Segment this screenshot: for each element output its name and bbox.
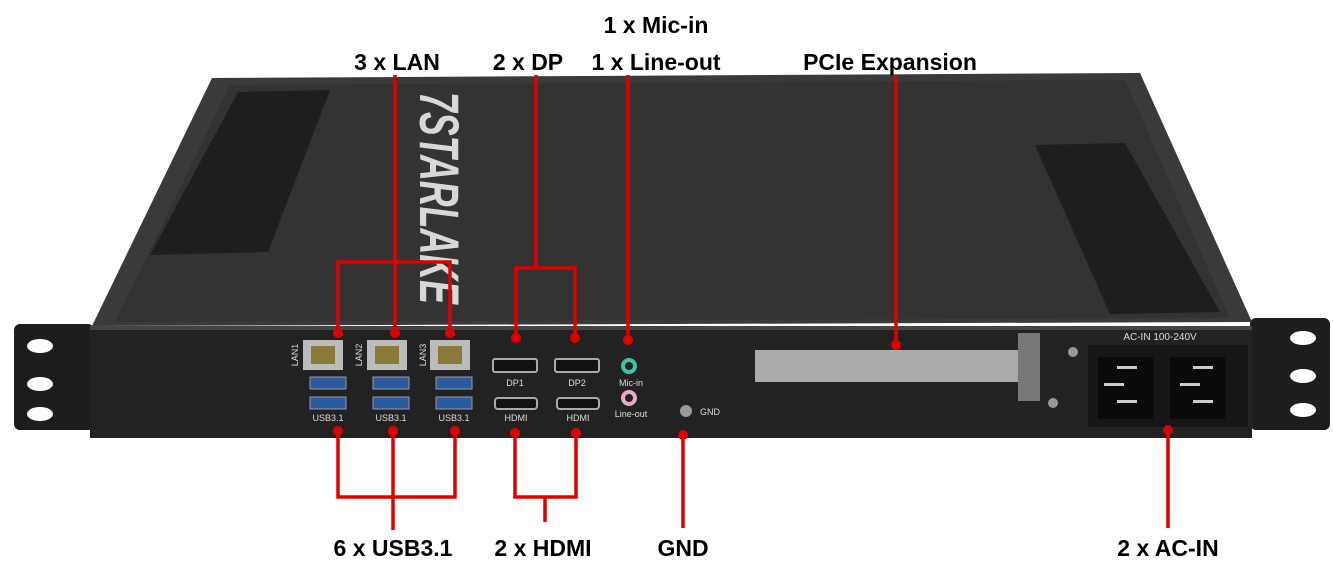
usb-label-2: USB3.1 (375, 413, 406, 423)
mic-label: Mic-in (619, 378, 643, 388)
callout-pcie: PCIe Expansion (803, 49, 977, 75)
lan2-label: LAN2 (354, 344, 364, 367)
line-out-label: Line-out (615, 409, 648, 419)
rack-ear-right (1250, 318, 1330, 430)
callout-ac-in: 2 x AC-IN (1117, 535, 1218, 561)
callout-dp: 2 x DP (493, 49, 563, 75)
usb-label-1: USB3.1 (312, 413, 343, 423)
hdmi-label-1: HDMI (505, 413, 528, 423)
callout-lan: 3 x LAN (354, 49, 440, 75)
lan3-label: LAN3 (418, 344, 428, 367)
usb-ports (309, 376, 473, 410)
rack-ear-left (14, 324, 94, 430)
lan-ports: LAN1 LAN2 LAN3 (290, 340, 470, 370)
gnd-label: GND (700, 407, 721, 417)
brand-logo: 7STARLAKE (408, 92, 471, 305)
video-ports (492, 358, 600, 410)
callout-mic-in: 1 x Mic-in (604, 12, 709, 38)
dp2-label: DP2 (568, 378, 586, 388)
vent-right (1035, 143, 1220, 314)
gnd-screw (680, 405, 692, 417)
callout-gnd: GND (657, 535, 708, 561)
mic-jack (621, 358, 637, 374)
hdmi-label-2: HDMI (567, 413, 590, 423)
front-panel (90, 326, 1252, 438)
line-out-jack (621, 390, 637, 406)
lan1-label: LAN1 (290, 344, 300, 367)
dp1-label: DP1 (506, 378, 524, 388)
vent-left (150, 90, 330, 255)
callout-usb: 6 x USB3.1 (334, 535, 453, 561)
callout-line-out: 1 x Line-out (591, 49, 720, 75)
callout-hdmi: 2 x HDMI (494, 535, 591, 561)
pcie-slot-bracket (755, 350, 1025, 382)
ac-inputs: AC-IN 100-240V (1088, 332, 1248, 427)
callout-lines (333, 75, 1173, 530)
ac-label: AC-IN 100-240V (1123, 332, 1197, 343)
usb-label-3: USB3.1 (438, 413, 469, 423)
